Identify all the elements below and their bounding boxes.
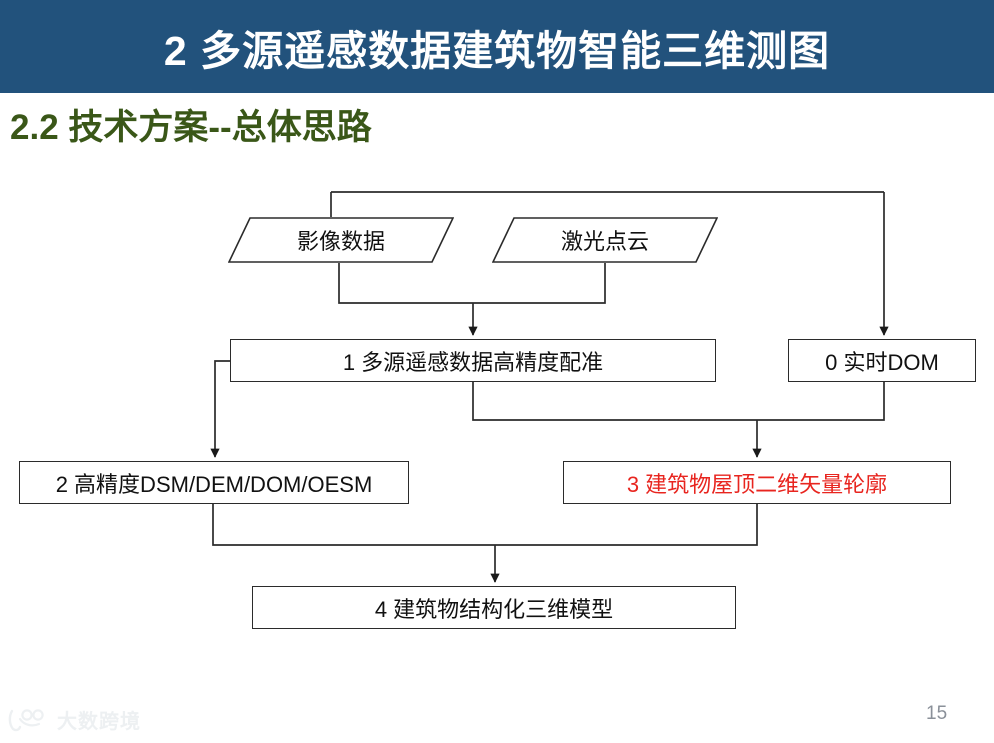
parallelogram-shape-image-data — [228, 217, 454, 263]
connector-roof-outline-to-bottom-rail — [495, 504, 758, 546]
connector-registration-to-high-precision — [210, 360, 230, 458]
flow-node-3d-model[interactable]: 4 建筑物结构化三维模型 — [252, 586, 736, 629]
flow-node-label: 激光点云 — [560, 229, 649, 254]
header-banner — [0, 0, 994, 93]
section-subtitle: 2.2 技术方案--总体思路 — [10, 108, 372, 147]
flow-node-registration[interactable]: 1 多源遥感数据高精度配准 — [230, 339, 716, 382]
watermark-logo-icon — [8, 708, 44, 731]
flow-node-image-data[interactable]: 影像数据 — [228, 217, 454, 263]
parallelogram-shape-laser-cloud — [492, 217, 718, 263]
watermark-text: 大数跨境 — [57, 711, 141, 733]
connector-realtime-dom-to-roof-junction — [757, 382, 885, 421]
flow-node-high-precision[interactable]: 2 高精度DSM/DEM/DOM/OESM — [19, 461, 409, 504]
connector-laser-cloud-merge — [473, 263, 606, 304]
connector-high-precision-to-bottom-rail — [212, 504, 495, 546]
flow-node-label: 影像数据 — [296, 229, 385, 254]
flow-node-label: 2 高精度DSM/DEM/DOM/OESM — [55, 471, 373, 497]
flow-node-roof-outline[interactable]: 3 建筑物屋顶二维矢量轮廓 — [563, 461, 951, 504]
connector-registration-to-roof-junction — [472, 382, 757, 421]
flow-node-label: 4 建筑物结构化三维模型 — [374, 596, 614, 622]
flow-node-label: 0 实时DOM — [825, 349, 939, 375]
flow-node-realtime-dom[interactable]: 0 实时DOM — [788, 339, 976, 382]
flow-node-label: 3 建筑物屋顶二维矢量轮廓 — [626, 471, 888, 497]
flow-node-label: 1 多源遥感数据高精度配准 — [342, 349, 604, 375]
watermark: 大数跨境 — [8, 705, 141, 734]
page-title: 2 多源遥感数据建筑物智能三维测图 — [163, 27, 831, 74]
connector-image-data-merge — [338, 263, 473, 304]
page-number: 15 — [926, 703, 948, 724]
flow-node-laser-cloud[interactable]: 激光点云 — [492, 217, 718, 263]
